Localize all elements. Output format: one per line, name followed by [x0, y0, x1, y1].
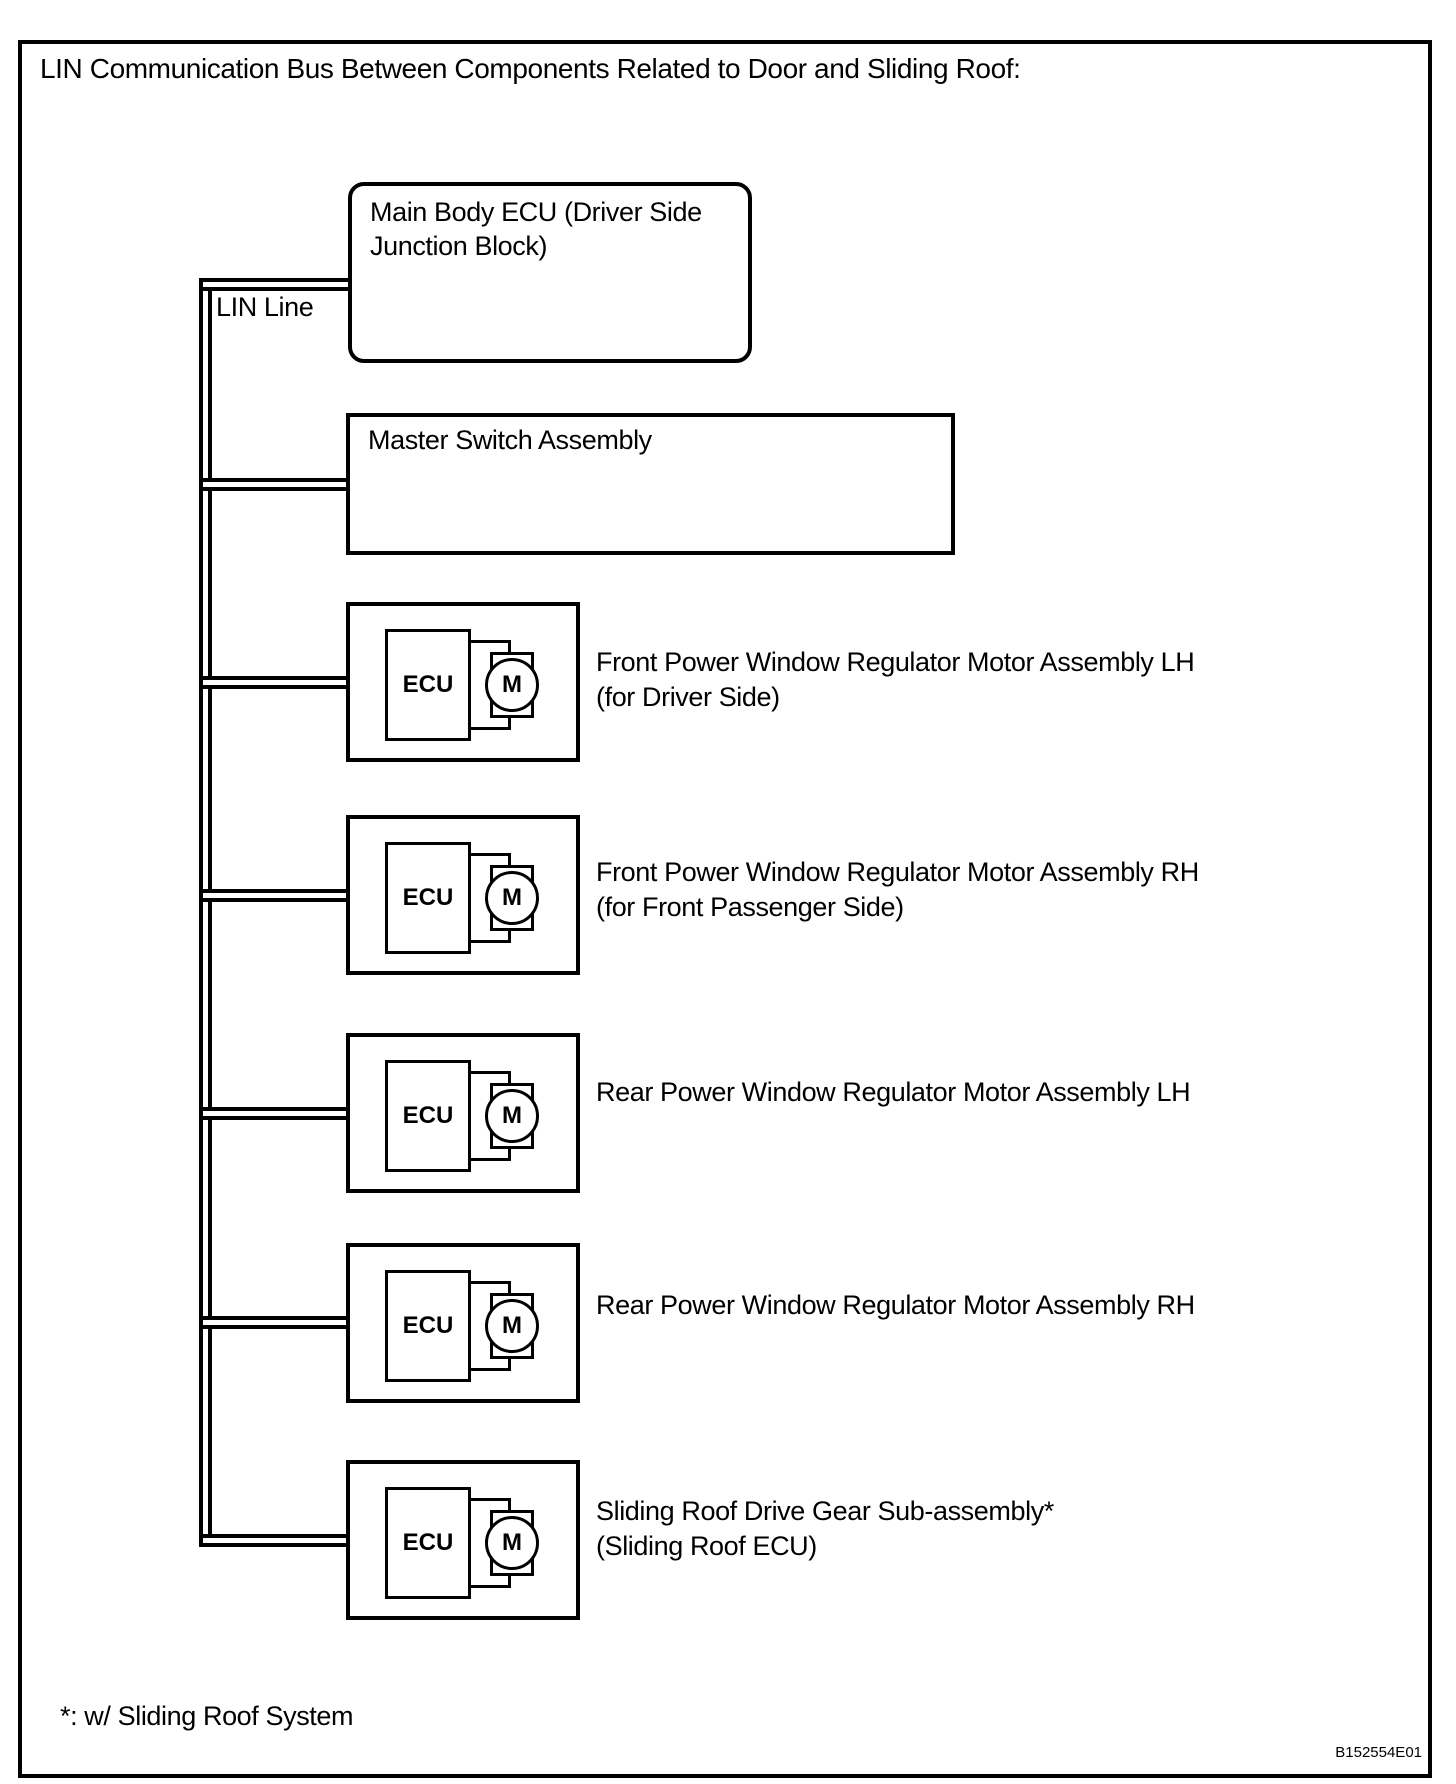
ecu-box: ECU: [385, 629, 471, 741]
lin-bus-branch: [203, 889, 352, 902]
ecu-label: ECU: [402, 1529, 454, 1556]
component-box-rear-rh: ECU M: [346, 1243, 580, 1403]
ecu-label: ECU: [402, 1102, 454, 1129]
component-box-sliding-roof: ECU M: [346, 1460, 580, 1620]
main-body-ecu-label: Main Body ECU (Driver Side Junction Bloc…: [370, 197, 702, 261]
lin-bus-branch: [203, 1316, 352, 1329]
component-label-rear-lh: Rear Power Window Regulator Motor Assemb…: [596, 1077, 1191, 1107]
component-label-sliding-roof: Sliding Roof Drive Gear Sub-assembly* (S…: [596, 1496, 1054, 1561]
diagram-title: LIN Communication Bus Between Components…: [40, 53, 1021, 84]
lin-bus-spine: [199, 278, 212, 1547]
master-switch-label: Master Switch Assembly: [368, 425, 652, 455]
motor-label: M: [502, 1312, 522, 1339]
motor-icon: M: [485, 1516, 539, 1570]
lin-bus-branch: [203, 478, 352, 491]
lin-line-label: LIN Line: [216, 292, 314, 322]
motor-label: M: [502, 1102, 522, 1129]
component-box-front-rh: ECU M: [346, 815, 580, 975]
motor-label: M: [502, 1529, 522, 1556]
footnote: *: w/ Sliding Roof System: [60, 1701, 354, 1731]
ecu-box: ECU: [385, 1270, 471, 1382]
component-label-rear-rh: Rear Power Window Regulator Motor Assemb…: [596, 1290, 1195, 1320]
lin-bus-branch: [203, 278, 352, 291]
lin-bus-branch: [203, 676, 352, 689]
ecu-label: ECU: [402, 671, 454, 698]
motor-icon: M: [485, 658, 539, 712]
motor-icon: M: [485, 871, 539, 925]
ecu-box: ECU: [385, 842, 471, 954]
master-switch-box: Master Switch Assembly: [346, 413, 955, 555]
ecu-box: ECU: [385, 1060, 471, 1172]
lin-bus-branch: [203, 1107, 352, 1120]
motor-label: M: [502, 884, 522, 911]
lin-bus-branch: [203, 1534, 352, 1547]
motor-icon: M: [485, 1089, 539, 1143]
component-label-front-lh: Front Power Window Regulator Motor Assem…: [596, 647, 1195, 712]
ecu-label: ECU: [402, 884, 454, 911]
component-box-rear-lh: ECU M: [346, 1033, 580, 1193]
main-body-ecu-box: Main Body ECU (Driver Side Junction Bloc…: [348, 182, 752, 363]
figure-reference-code: B152554E01: [1335, 1744, 1422, 1761]
motor-icon: M: [485, 1299, 539, 1353]
component-box-front-lh: ECU M: [346, 602, 580, 762]
component-label-front-rh: Front Power Window Regulator Motor Assem…: [596, 857, 1199, 922]
ecu-box: ECU: [385, 1487, 471, 1599]
motor-label: M: [502, 671, 522, 698]
ecu-label: ECU: [402, 1312, 454, 1339]
